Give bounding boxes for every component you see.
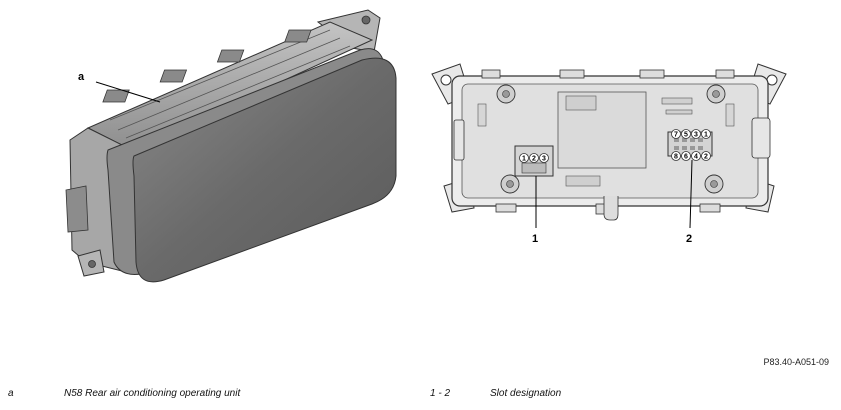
callout-2: 2: [686, 233, 692, 245]
connector-2-pin: 4: [694, 154, 698, 161]
legend-key: a: [8, 388, 14, 399]
connector-2-pin: 5: [684, 132, 688, 139]
unit-rear-view: 1 2 3 7 5 3 1 8 6 4 2 1 2: [431, 63, 787, 245]
connector-2-pin: 8: [674, 154, 678, 161]
legend-text: N58 Rear air conditioning operating unit: [64, 388, 241, 399]
connector-2-pin: 7: [674, 132, 678, 139]
connector-1-pin: 1: [522, 156, 526, 163]
connector-2-pin: 1: [704, 132, 708, 139]
connector-2-pin: 3: [694, 132, 698, 139]
unit-perspective-view: a: [65, 9, 397, 283]
connector-2-pin: 2: [704, 154, 708, 161]
legend-key: 1 - 2: [430, 388, 451, 399]
connector-1-pin: 3: [542, 156, 546, 163]
figure-reference-code: P83.40-A051-09: [763, 357, 829, 367]
callout-a: a: [78, 71, 85, 83]
callout-1: 1: [532, 233, 538, 245]
legend: a N58 Rear air conditioning operating un…: [0, 388, 841, 404]
legend-text: Slot designation: [490, 388, 562, 399]
connector-1-pin: 2: [532, 156, 536, 163]
diagram-figure: a: [65, 9, 787, 283]
connector-2-pin: 6: [684, 154, 688, 161]
